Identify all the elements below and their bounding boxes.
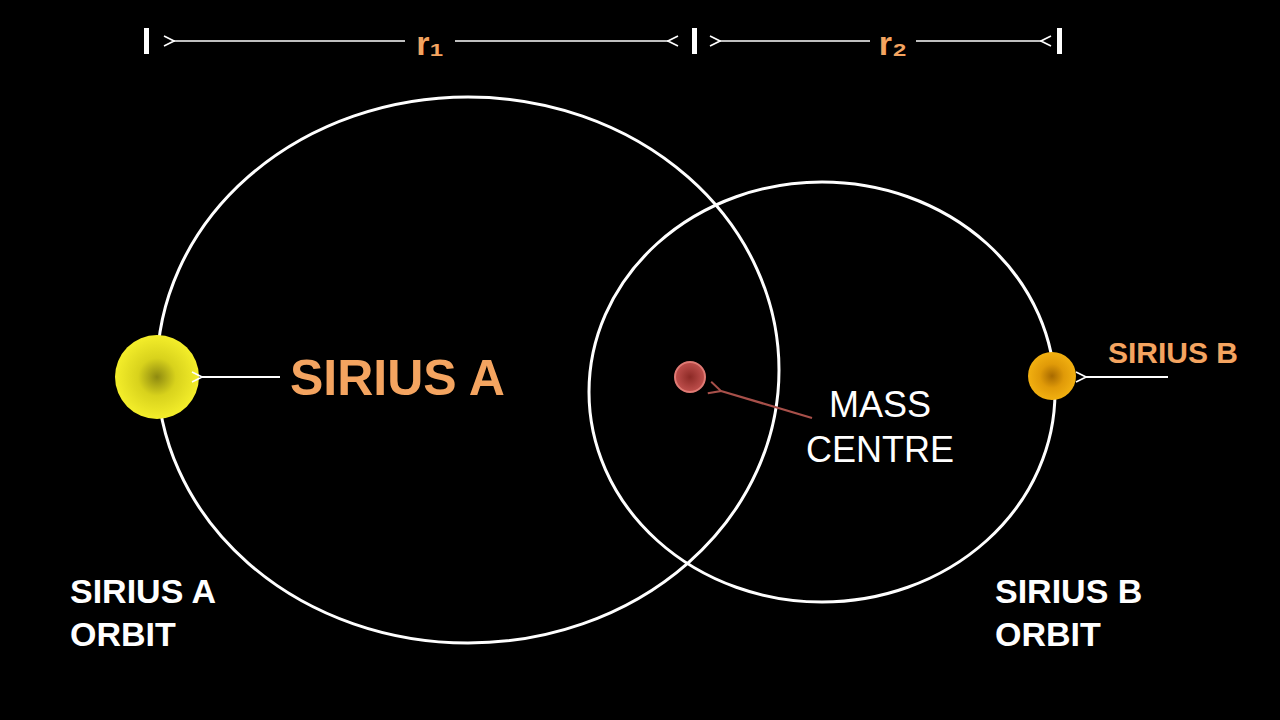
orbit-label: SIRIUS A ORBIT xyxy=(70,570,270,656)
dimension-arrow xyxy=(916,40,1041,42)
dimension-label: r₁ xyxy=(416,22,443,65)
pointer-arrow xyxy=(1086,376,1168,378)
star-label: SIRIUS A xyxy=(290,347,505,410)
mass-centre-label: MASS CENTRE xyxy=(795,382,965,472)
mass-centre-dot xyxy=(675,362,705,392)
dimension-tick xyxy=(144,28,149,54)
dimension-tick xyxy=(1057,28,1062,54)
sirius-a-star xyxy=(115,335,199,419)
dimension-label: r₂ xyxy=(879,22,907,65)
star-label: SIRIUS B xyxy=(1108,334,1238,372)
dimension-arrow xyxy=(720,40,870,42)
dimension-tick xyxy=(692,28,697,54)
pointer-arrow xyxy=(202,376,280,378)
sirius-b-orbit xyxy=(589,182,1055,602)
pointer-arrow xyxy=(721,391,812,418)
dimension-arrow xyxy=(455,40,668,42)
sirius-b-star xyxy=(1028,352,1076,400)
dimension-arrow xyxy=(174,40,405,42)
orbit-label: SIRIUS B ORBIT xyxy=(995,570,1195,656)
